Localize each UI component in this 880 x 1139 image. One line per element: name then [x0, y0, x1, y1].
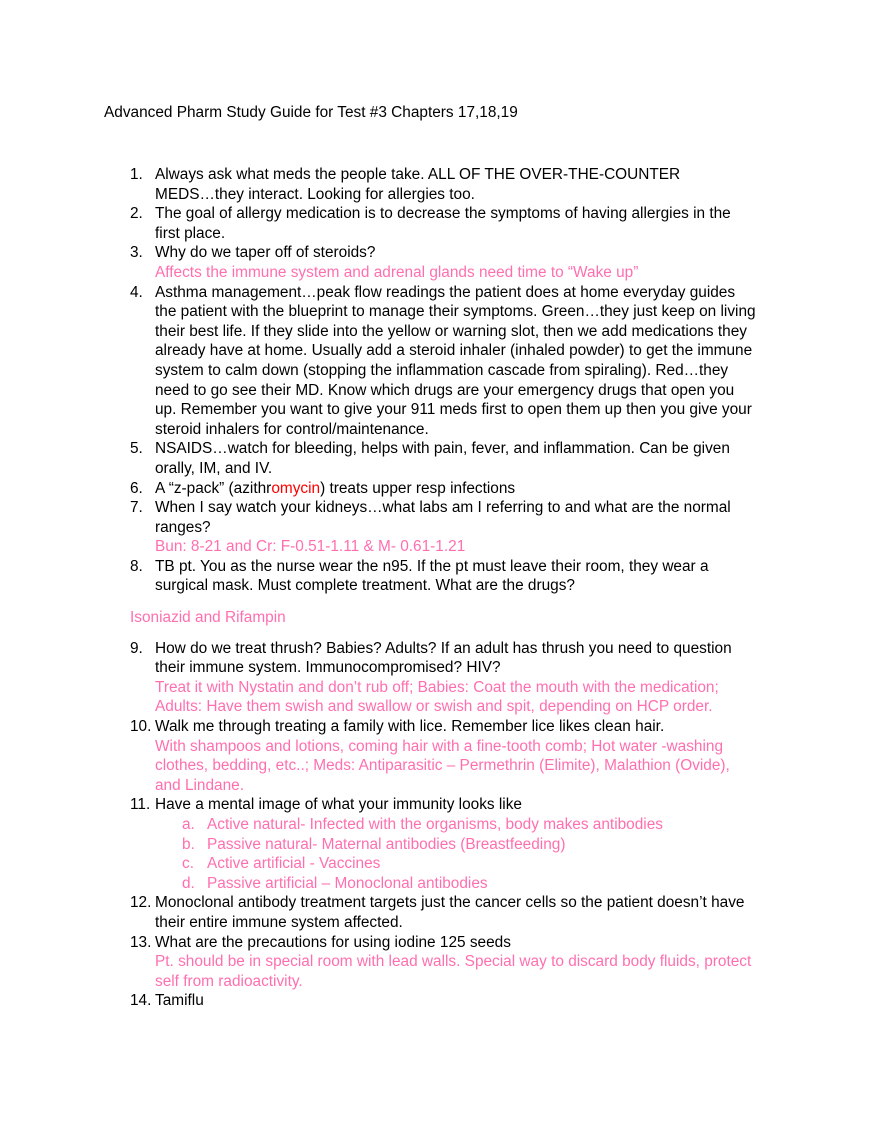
question-line: MEDS…they interact. Looking for allergie… [155, 185, 475, 203]
list-item: 12.Monoclonal antibody treatment targets… [0, 893, 880, 932]
sub-item: c. Active artificial - Vaccines [0, 854, 880, 874]
item-number: 12. [130, 894, 152, 912]
item-number: 5. [130, 440, 143, 458]
sub-item-text: Active artificial - Vaccines [207, 855, 381, 873]
question-line: What are the precautions for using iodin… [155, 933, 511, 951]
list-item: 8. TB pt. You as the nurse wear the n95. … [0, 557, 880, 596]
sub-item-letter: d. [182, 874, 195, 892]
sub-item-text: Active natural- Infected with the organi… [207, 816, 663, 833]
sub-item-letter: a. [182, 816, 195, 833]
answer-line: Adults: Have them swish and swallow or s… [155, 698, 713, 716]
sub-item-letter: b. [182, 835, 195, 853]
question-line: Always ask what meds the people take. AL… [155, 166, 681, 183]
item-number: 8. [130, 557, 143, 575]
sub-item-letter: c. [182, 855, 194, 873]
list-item: 10.Walk me through treating a family wit… [0, 717, 880, 795]
question-line: Asthma management…peak flow readings the… [155, 283, 736, 301]
list-item: 4. Asthma management…peak flow readings t… [0, 283, 880, 440]
question-line: Why do we taper off of steroids? [155, 244, 376, 262]
item-number: 1. [130, 166, 143, 183]
question-line: their entire immune system affected. [155, 913, 403, 931]
question-line: surgical mask. Must complete treatment. … [155, 577, 575, 595]
question-line: steroid inhalers for control/maintenance… [155, 420, 429, 438]
sub-item-text: Passive artificial – Monoclonal antibodi… [207, 874, 488, 892]
item-number: 4. [130, 283, 143, 301]
question-line: Tamiflu [155, 992, 204, 1010]
highlighted-text: omycin [271, 479, 321, 497]
question-line: their immune system. Immunocompromised? … [155, 659, 501, 677]
list-item: 6. A “z-pack” (azithromycin) treats uppe… [0, 479, 880, 499]
question-line: How do we treat thrush? Babies? Adults? … [155, 639, 732, 657]
sub-item: d. Passive artificial – Monoclonal antibo… [0, 874, 880, 894]
list-item: 1. Always ask what meds the people take. … [0, 165, 880, 204]
question-line: TB pt. You as the nurse wear the n95. If… [155, 557, 709, 575]
question-line: system to calm down (stopping the inflam… [155, 361, 729, 379]
question-line: need to go see their MD. Know which drug… [155, 381, 735, 399]
list-item: 2. The goal of allergy medication is to d… [0, 204, 880, 243]
question-line: Walk me through treating a family with l… [155, 718, 665, 736]
list-item: 14.Tamiflu [0, 991, 880, 1011]
question-line: When I say watch your kidneys…what labs … [155, 499, 731, 517]
sub-item: b. Passive natural- Maternal antibodies (… [0, 835, 880, 855]
item-number: 3. [130, 244, 143, 262]
sub-item-text: Passive natural- Maternal antibodies (Br… [207, 835, 566, 853]
question-line: NSAIDS…watch for bleeding, helps with pa… [155, 440, 730, 458]
question-line: orally, IM, and IV. [155, 459, 273, 477]
item-number: 7. [130, 499, 143, 517]
list-item: 7. When I say watch your kidneys…what lab… [0, 498, 880, 557]
document-title: Advanced Pharm Study Guide for Test #3 C… [104, 104, 518, 121]
study-question-list: 1. Always ask what meds the people take. … [0, 165, 880, 1011]
standalone-answer: Isoniazid and Rifampin [130, 608, 286, 626]
item-number: 6. [130, 479, 143, 497]
item-number: 14. [130, 992, 152, 1010]
list-item: 13.What are the precautions for using io… [0, 933, 880, 992]
question-line: first place. [155, 224, 226, 242]
item-number: 2. [130, 205, 143, 223]
answer-line: With shampoos and lotions, coming hair w… [155, 737, 724, 755]
question-line: Monoclonal antibody treatment targets ju… [155, 894, 745, 912]
question-line: ranges? [155, 518, 211, 536]
answer-line: self from radioactivity. [155, 972, 303, 990]
list-item: 9. How do we treat thrush? Babies? Adults… [0, 639, 880, 717]
list-item: 5. NSAIDS…watch for bleeding, helps with … [0, 439, 880, 478]
list-item: 11.Have a mental image of what your immu… [0, 795, 880, 815]
sub-item: a. Active natural- Infected with the orga… [0, 815, 880, 835]
item-number: 9. [130, 639, 143, 657]
question-line: already have at home. Usually add a ster… [155, 342, 753, 360]
question-line: The goal of allergy medication is to dec… [155, 205, 731, 223]
question-line: their best life. If they slide into the … [155, 322, 747, 340]
text-segment: A “z-pack” (azithr [155, 479, 272, 497]
question-list-part-1: 1. Always ask what meds the people take. … [0, 165, 880, 596]
question-line: the patient with the blueprint to manage… [155, 303, 756, 321]
answer-line: Treat it with Nystatin and don’t rub off… [155, 678, 719, 696]
answer-line: and Lindane. [155, 776, 245, 794]
question-list-part-2: 9. How do we treat thrush? Babies? Adults… [0, 639, 880, 1011]
item-number: 11. [130, 796, 151, 814]
question-line: Have a mental image of what your immunit… [155, 796, 522, 814]
list-item: 3. Why do we taper off of steroids?Affect… [0, 243, 880, 282]
item-number: 10. [130, 718, 152, 736]
item-number: 13. [130, 933, 152, 951]
question-line: up. Remember you want to give your 911 m… [155, 401, 752, 419]
question-line: A “z-pack” (azithromycin) treats upper r… [155, 479, 880, 499]
answer-line: Affects the immune system and adrenal gl… [155, 263, 639, 281]
answer-line: clothes, bedding, etc..; Meds: Antiparas… [155, 757, 730, 775]
answer-line: Pt. should be in special room with lead … [155, 953, 752, 971]
answer-line: Bun: 8-21 and Cr: F-0.51-1.11 & M- 0.61-… [155, 538, 466, 556]
text-segment: ) treats upper resp infections [320, 479, 516, 497]
